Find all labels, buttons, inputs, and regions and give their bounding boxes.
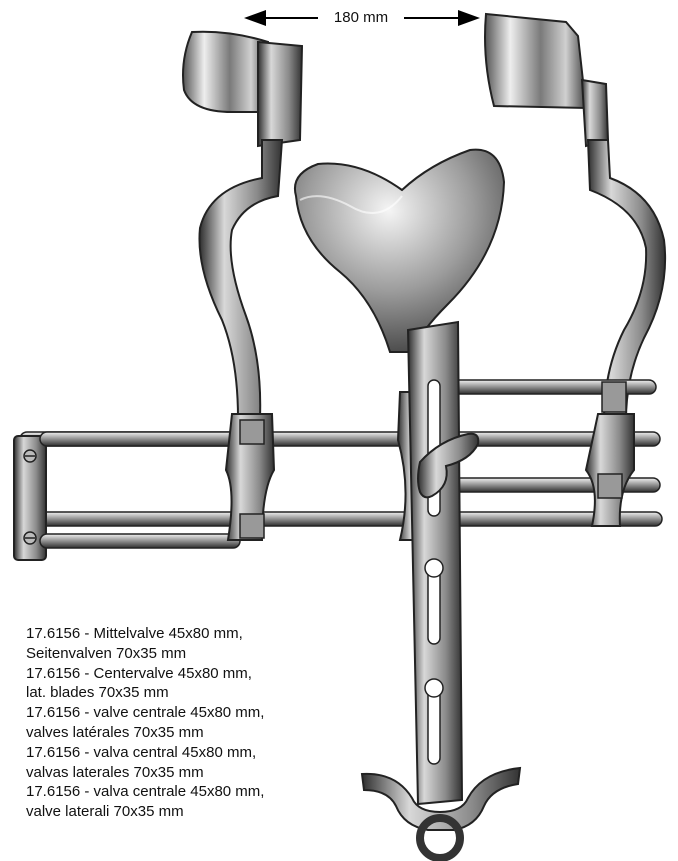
description-line: 17.6156 - Centervalve 45x80 mm, bbox=[26, 664, 252, 682]
right-slide-block bbox=[584, 381, 635, 527]
handle-hook bbox=[360, 766, 522, 861]
description-line: 17.6156 - valva central 45x80 mm, bbox=[26, 743, 257, 761]
left-lateral-blade bbox=[182, 30, 304, 148]
dimension-label: 180 mm bbox=[318, 8, 404, 28]
center-valve bbox=[294, 148, 506, 353]
description-line: 17.6156 - valve centrale 45x80 mm, bbox=[26, 704, 265, 722]
description-line: 17.6156 - Mittelvalve 45x80 mm, bbox=[26, 625, 243, 642]
left-slide-block bbox=[224, 413, 276, 541]
center-shaft bbox=[406, 320, 464, 806]
description-line: valve laterali 70x35 mm bbox=[26, 803, 184, 821]
description-block: 17.6156 - Mittelvalve 45x80 mm, Seitenva… bbox=[26, 624, 346, 822]
description-line: valvas laterales 70x35 mm bbox=[26, 763, 204, 781]
right-lateral-blade bbox=[484, 12, 610, 148]
left-arm bbox=[198, 139, 284, 419]
left-end-frame bbox=[13, 431, 241, 561]
description-line: Seitenvalven 70x35 mm bbox=[26, 644, 187, 662]
description-line: lat. blades 70x35 mm bbox=[26, 684, 169, 702]
description-line: 17.6156 - valva centrale 45x80 mm, bbox=[26, 783, 265, 801]
description-line: valves latérales 70x35 mm bbox=[26, 723, 204, 741]
lower-rod bbox=[29, 511, 663, 527]
dimension-arrow bbox=[244, 10, 480, 26]
right-arm bbox=[586, 139, 667, 421]
wing-nut bbox=[417, 432, 480, 499]
